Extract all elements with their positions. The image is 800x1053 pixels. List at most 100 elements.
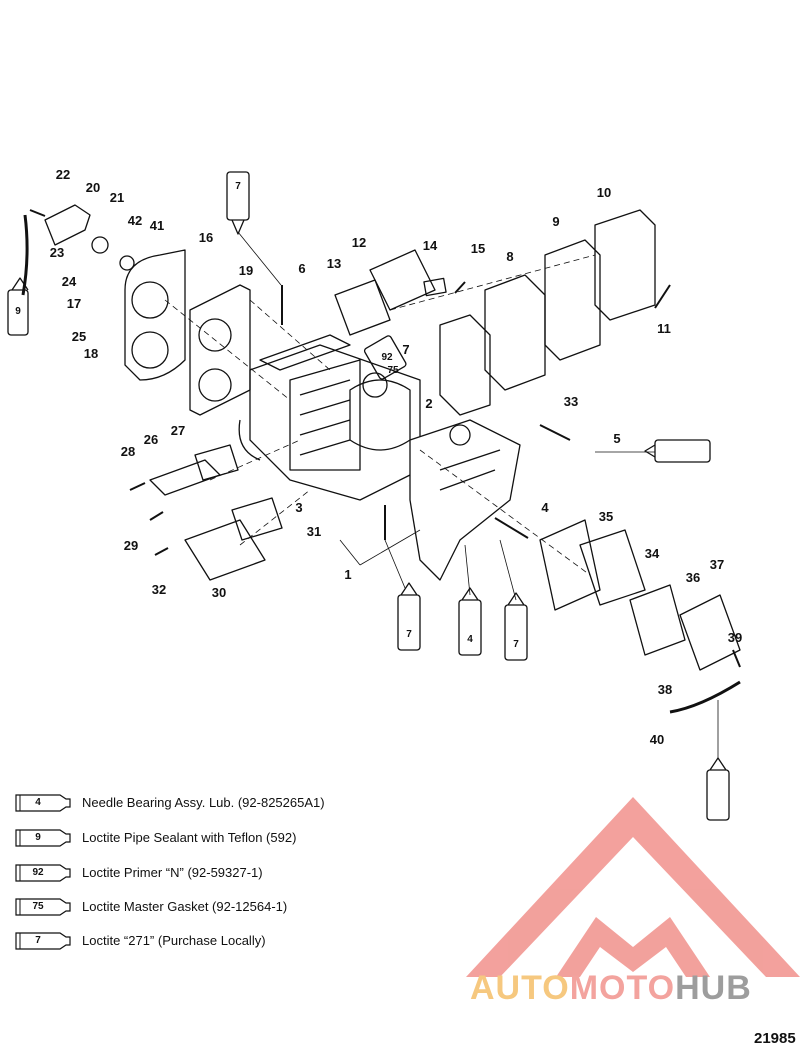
screw <box>654 284 671 309</box>
callout-8: 8 <box>506 249 514 264</box>
callout-9: 9 <box>552 214 560 229</box>
watermark-brand: AUTOMOTOHUB <box>470 969 752 1007</box>
callout-27: 27 <box>170 423 186 438</box>
intake-gasket <box>629 584 686 656</box>
callout-28: 28 <box>120 444 136 459</box>
legend-item: 7 Loctite “271” (Purchase Locally) <box>14 924 434 958</box>
legend-text: Needle Bearing Assy. Lub. (92-825265A1) <box>82 795 325 810</box>
thermostat <box>119 255 135 271</box>
screw <box>29 209 46 217</box>
lube-tube <box>458 587 482 656</box>
callout-4: 4 <box>541 500 549 515</box>
callout-14: 14 <box>422 238 438 253</box>
tube-icon: 92 <box>14 864 72 882</box>
legend-item: 75 Loctite Master Gasket (92-12564-1) <box>14 890 434 924</box>
callout-32: 32 <box>151 582 167 597</box>
callout-1: 1 <box>344 567 352 582</box>
bolt <box>539 424 571 441</box>
loctite-tube <box>397 582 421 651</box>
callout-19: 19 <box>238 263 254 278</box>
reed-valve-assembly <box>579 529 646 606</box>
callout-92: 92 <box>381 352 393 363</box>
callout-39: 39 <box>727 630 743 645</box>
legend: 4 Needle Bearing Assy. Lub. (92-825265A1… <box>14 786 434 958</box>
callout-15: 15 <box>470 241 486 256</box>
legend-item: 4 Needle Bearing Assy. Lub. (92-825265A1… <box>14 786 434 820</box>
callout-16: 16 <box>198 230 214 245</box>
watermark-logo <box>466 797 800 977</box>
transfer-port-cover <box>484 274 546 391</box>
cylinder-head <box>124 249 186 381</box>
exhaust-plate <box>594 209 656 321</box>
callout-22: 22 <box>55 167 71 182</box>
intake-manifold <box>184 519 266 581</box>
screw <box>129 482 146 491</box>
callout-33: 33 <box>563 394 579 409</box>
bleed-hose <box>669 680 741 714</box>
callout-17: 17 <box>66 296 82 311</box>
tube-icon: 4 <box>14 794 72 812</box>
callout-3: 3 <box>295 500 303 515</box>
loctite-tube <box>226 171 250 235</box>
exhaust-gasket <box>544 239 601 361</box>
tube-label-4: 4 <box>467 634 473 645</box>
legend-text: Loctite Pipe Sealant with Teflon (592) <box>82 830 297 845</box>
callout-38: 38 <box>657 682 673 697</box>
tube-label-7: 7 <box>235 181 241 192</box>
sealant-tube <box>7 277 29 336</box>
screw <box>454 281 466 294</box>
tube-label-7: 7 <box>406 629 412 640</box>
head-gasket <box>189 284 251 416</box>
callout-30: 30 <box>211 585 227 600</box>
legend-item: 9 Loctite Pipe Sealant with Teflon (592) <box>14 820 434 856</box>
callout-21: 21 <box>109 190 125 205</box>
callout-10: 10 <box>596 185 612 200</box>
tube-label-7: 7 <box>513 639 519 650</box>
screw <box>149 511 164 521</box>
legend-text: Loctite Master Gasket (92-12564-1) <box>82 899 288 914</box>
thermostat-cover <box>44 204 91 246</box>
callout-26: 26 <box>143 432 159 447</box>
callout-25: 25 <box>71 329 87 344</box>
tube-icon: 9 <box>14 829 72 847</box>
loctite-tube <box>644 439 711 463</box>
transfer-gasket <box>439 314 491 416</box>
hose <box>21 214 29 296</box>
reed-plate-gasket <box>539 519 601 611</box>
legend-text: Loctite Primer “N” (92-59327-1) <box>82 865 263 880</box>
callout-40: 40 <box>649 732 665 747</box>
primer-tube <box>363 335 407 380</box>
callout-13: 13 <box>326 256 342 271</box>
callout-12: 12 <box>351 235 367 250</box>
tube-icon: 7 <box>14 932 72 950</box>
legend-text: Loctite “271” (Purchase Locally) <box>82 933 266 948</box>
crankcase-block <box>238 334 421 501</box>
exhaust-cover <box>409 419 521 581</box>
callout-37: 37 <box>709 557 725 572</box>
callout-36: 36 <box>685 570 701 585</box>
callout-24: 24 <box>61 274 77 289</box>
callout-20: 20 <box>85 180 101 195</box>
intake-cover <box>679 594 741 671</box>
dowel <box>494 517 529 539</box>
plate <box>423 277 447 297</box>
tube-label-9: 9 <box>15 306 21 317</box>
loctite-tube <box>504 592 528 661</box>
figure-number: 21985 <box>754 1030 796 1047</box>
cover-gasket <box>334 279 391 336</box>
screw <box>154 547 169 556</box>
cover-plate <box>369 249 436 311</box>
callout-29: 29 <box>123 538 139 553</box>
callout-31: 31 <box>306 524 322 539</box>
callout-18: 18 <box>83 346 99 361</box>
manifold-gasket <box>231 497 283 541</box>
legend-item: 92 Loctite Primer “N” (92-59327-1) <box>14 856 434 890</box>
tube-icon: 75 <box>14 898 72 916</box>
callout-7: 7 <box>402 342 410 357</box>
callout-23: 23 <box>49 245 65 260</box>
reed-gasket <box>194 444 239 481</box>
callout-5: 5 <box>613 431 621 446</box>
callout-2: 2 <box>425 396 433 411</box>
callout-42: 42 <box>127 213 143 228</box>
